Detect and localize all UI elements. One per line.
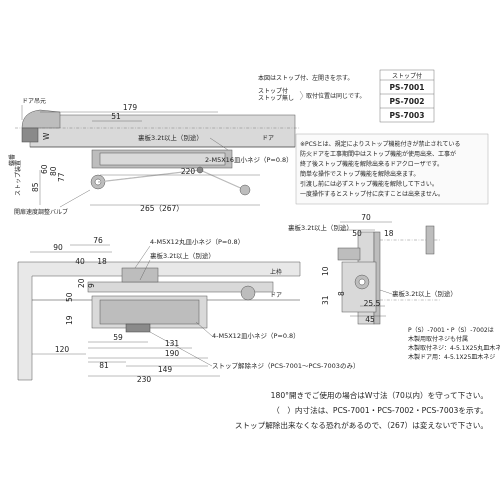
dim-80: 80 <box>49 166 58 176</box>
dim-59: 59 <box>113 333 123 342</box>
wood-screw-line-4: 木製ドア用：4-5.1X25皿木ネジ <box>408 353 495 361</box>
footer-line-2: （ ）内寸法は、PCS-7001・PCS-7002・PCS-7003を示す。 <box>272 405 488 415</box>
wood-screw-line-2: 木製用取付ネジも付属 <box>408 335 468 343</box>
dim-9: 9 <box>87 283 96 288</box>
label-backplate-front: 裏板3.2t以上（別途） <box>150 251 215 260</box>
legend: 本図はストップ付、左開きを示す。 ストップ付 ストップ無し 取付位置は同じです。 <box>258 74 365 102</box>
legend-item1-line2: ストップ無し <box>258 94 294 102</box>
label-door-gap: ドア吊元 <box>22 98 46 105</box>
dim-149: 149 <box>158 365 173 374</box>
model-ps7002: PS-7002 <box>390 97 425 106</box>
stop-table-header: ストップ付 <box>392 72 422 80</box>
dim-18: 18 <box>97 257 107 266</box>
dim-side-18: 18 <box>384 229 394 238</box>
footer-notes: 180°開きでご使用の場合はW寸法（70以内）を守って下さい。 （ ）内寸法は、… <box>235 390 488 430</box>
dim-51: 51 <box>111 112 121 121</box>
stop-model-table: ストップ付 PS-7001 PS-7002 PS-7003 <box>379 69 435 123</box>
dim-76: 76 <box>93 236 103 245</box>
label-release-screw: ストップ解除ネジ（PCS-7001～PCS-7003のみ） <box>212 361 359 370</box>
legend-item1-text: 取付位置は同じです。 <box>306 92 365 100</box>
front-view: 上枠 ドア 90 76 40 18 20 9 50 19 120 59 131 … <box>17 236 359 384</box>
dim-side-10: 10 <box>321 266 330 276</box>
dim-side-25-5: 25.5 <box>364 299 381 308</box>
label-stopper: ストップ装置 <box>14 160 22 196</box>
footer-line-1: 180°開きでご使用の場合はW寸法（70以内）を守って下さい。 <box>271 390 488 400</box>
dim-60: 60 <box>40 164 49 174</box>
dim-19: 19 <box>65 315 74 325</box>
dim-220: 220 <box>181 167 196 176</box>
label-backplate-top: 裏板3.2t以上（別途） <box>138 133 203 142</box>
note-line-2: 防火ドアを工事期間中はストップ機能が使用出来、工事が <box>300 150 456 158</box>
note-line-1: ※PCSとは、規定によりストップ機能付きが禁止されている <box>300 140 460 148</box>
footer-line-3: ストップ解除出来なくなる恐れがあるので、（267）は変えないで下さい。 <box>235 420 488 430</box>
dim-side-8: 8 <box>337 291 346 296</box>
label-door-top: ドア <box>262 135 274 142</box>
dim-side-45: 45 <box>365 315 375 324</box>
dim-265: 265（267） <box>140 204 184 213</box>
pcs-notes-box: ※PCSとは、規定によりストップ機能付きが禁止されている 防火ドアを工事期間中は… <box>295 133 489 205</box>
model-ps7003: PS-7003 <box>390 111 425 120</box>
wood-screw-line-1: P（S）-7001・P（S）-7002は <box>408 327 494 334</box>
label-screw-front-bottom: 4-M5X12皿小ネジ（P=0.8） <box>212 331 300 340</box>
dim-90: 90 <box>53 243 63 252</box>
top-view: 179 51 W 60 80 85 77 220 265（267） ドア吊元 蝶… <box>8 98 300 216</box>
dim-77: 77 <box>57 172 66 182</box>
label-door-front: ドア <box>270 292 282 299</box>
dim-85: 85 <box>31 182 40 192</box>
side-view: 70 50 18 8 25.5 45 10 31 裏板3.2t以上（別途） 裏板… <box>288 213 500 361</box>
dim-side-31: 31 <box>321 295 330 305</box>
dim-179: 179 <box>123 103 138 112</box>
dim-side-50: 50 <box>352 229 362 238</box>
label-valve: 開扉速度調整バルブ <box>14 208 68 216</box>
dim-50: 50 <box>65 292 74 302</box>
dim-20: 20 <box>77 278 86 288</box>
dim-230: 230 <box>137 375 152 384</box>
label-backplate-side-top: 裏板3.2t以上（別途） <box>288 223 353 232</box>
label-screw-top: 2-M5X16皿小ネジ（P=0.8） <box>205 155 293 164</box>
label-frame: 上枠 <box>270 268 282 276</box>
dim-side-70: 70 <box>361 213 371 222</box>
dim-131: 131 <box>165 339 180 348</box>
label-screw-front-top: 4-M5X12丸皿小ネジ（P=0.8） <box>150 237 244 246</box>
dim-40: 40 <box>75 257 85 266</box>
note-line-4: 簡単な操作でストップ機能を解除出来ます。 <box>300 170 419 178</box>
model-ps7001: PS-7001 <box>390 83 425 92</box>
legend-note-top: 本図はストップ付、左開きを示す。 <box>258 74 353 82</box>
label-hinge: 蝶番 <box>8 154 16 166</box>
dim-190: 190 <box>165 349 180 358</box>
note-line-5: 引渡し前には必ずストップ機能を解除して下さい。 <box>300 180 438 188</box>
dim-81: 81 <box>99 361 109 370</box>
note-line-3: 終了後ストップ機能を解除出来るドアクローザです。 <box>300 160 443 168</box>
label-backplate-side-bottom: 裏板3.2t以上（別途） <box>392 289 457 298</box>
note-line-6: 一度操作するとストップ付に戻すことは出来ません。 <box>300 190 444 198</box>
dim-w: W <box>42 132 51 140</box>
dim-120: 120 <box>55 345 70 354</box>
legend-item1-line1: ストップ付 <box>258 87 288 95</box>
wood-screw-line-3: 木製取付ネジ：4-5.1X25丸皿木ネジ <box>408 344 500 352</box>
